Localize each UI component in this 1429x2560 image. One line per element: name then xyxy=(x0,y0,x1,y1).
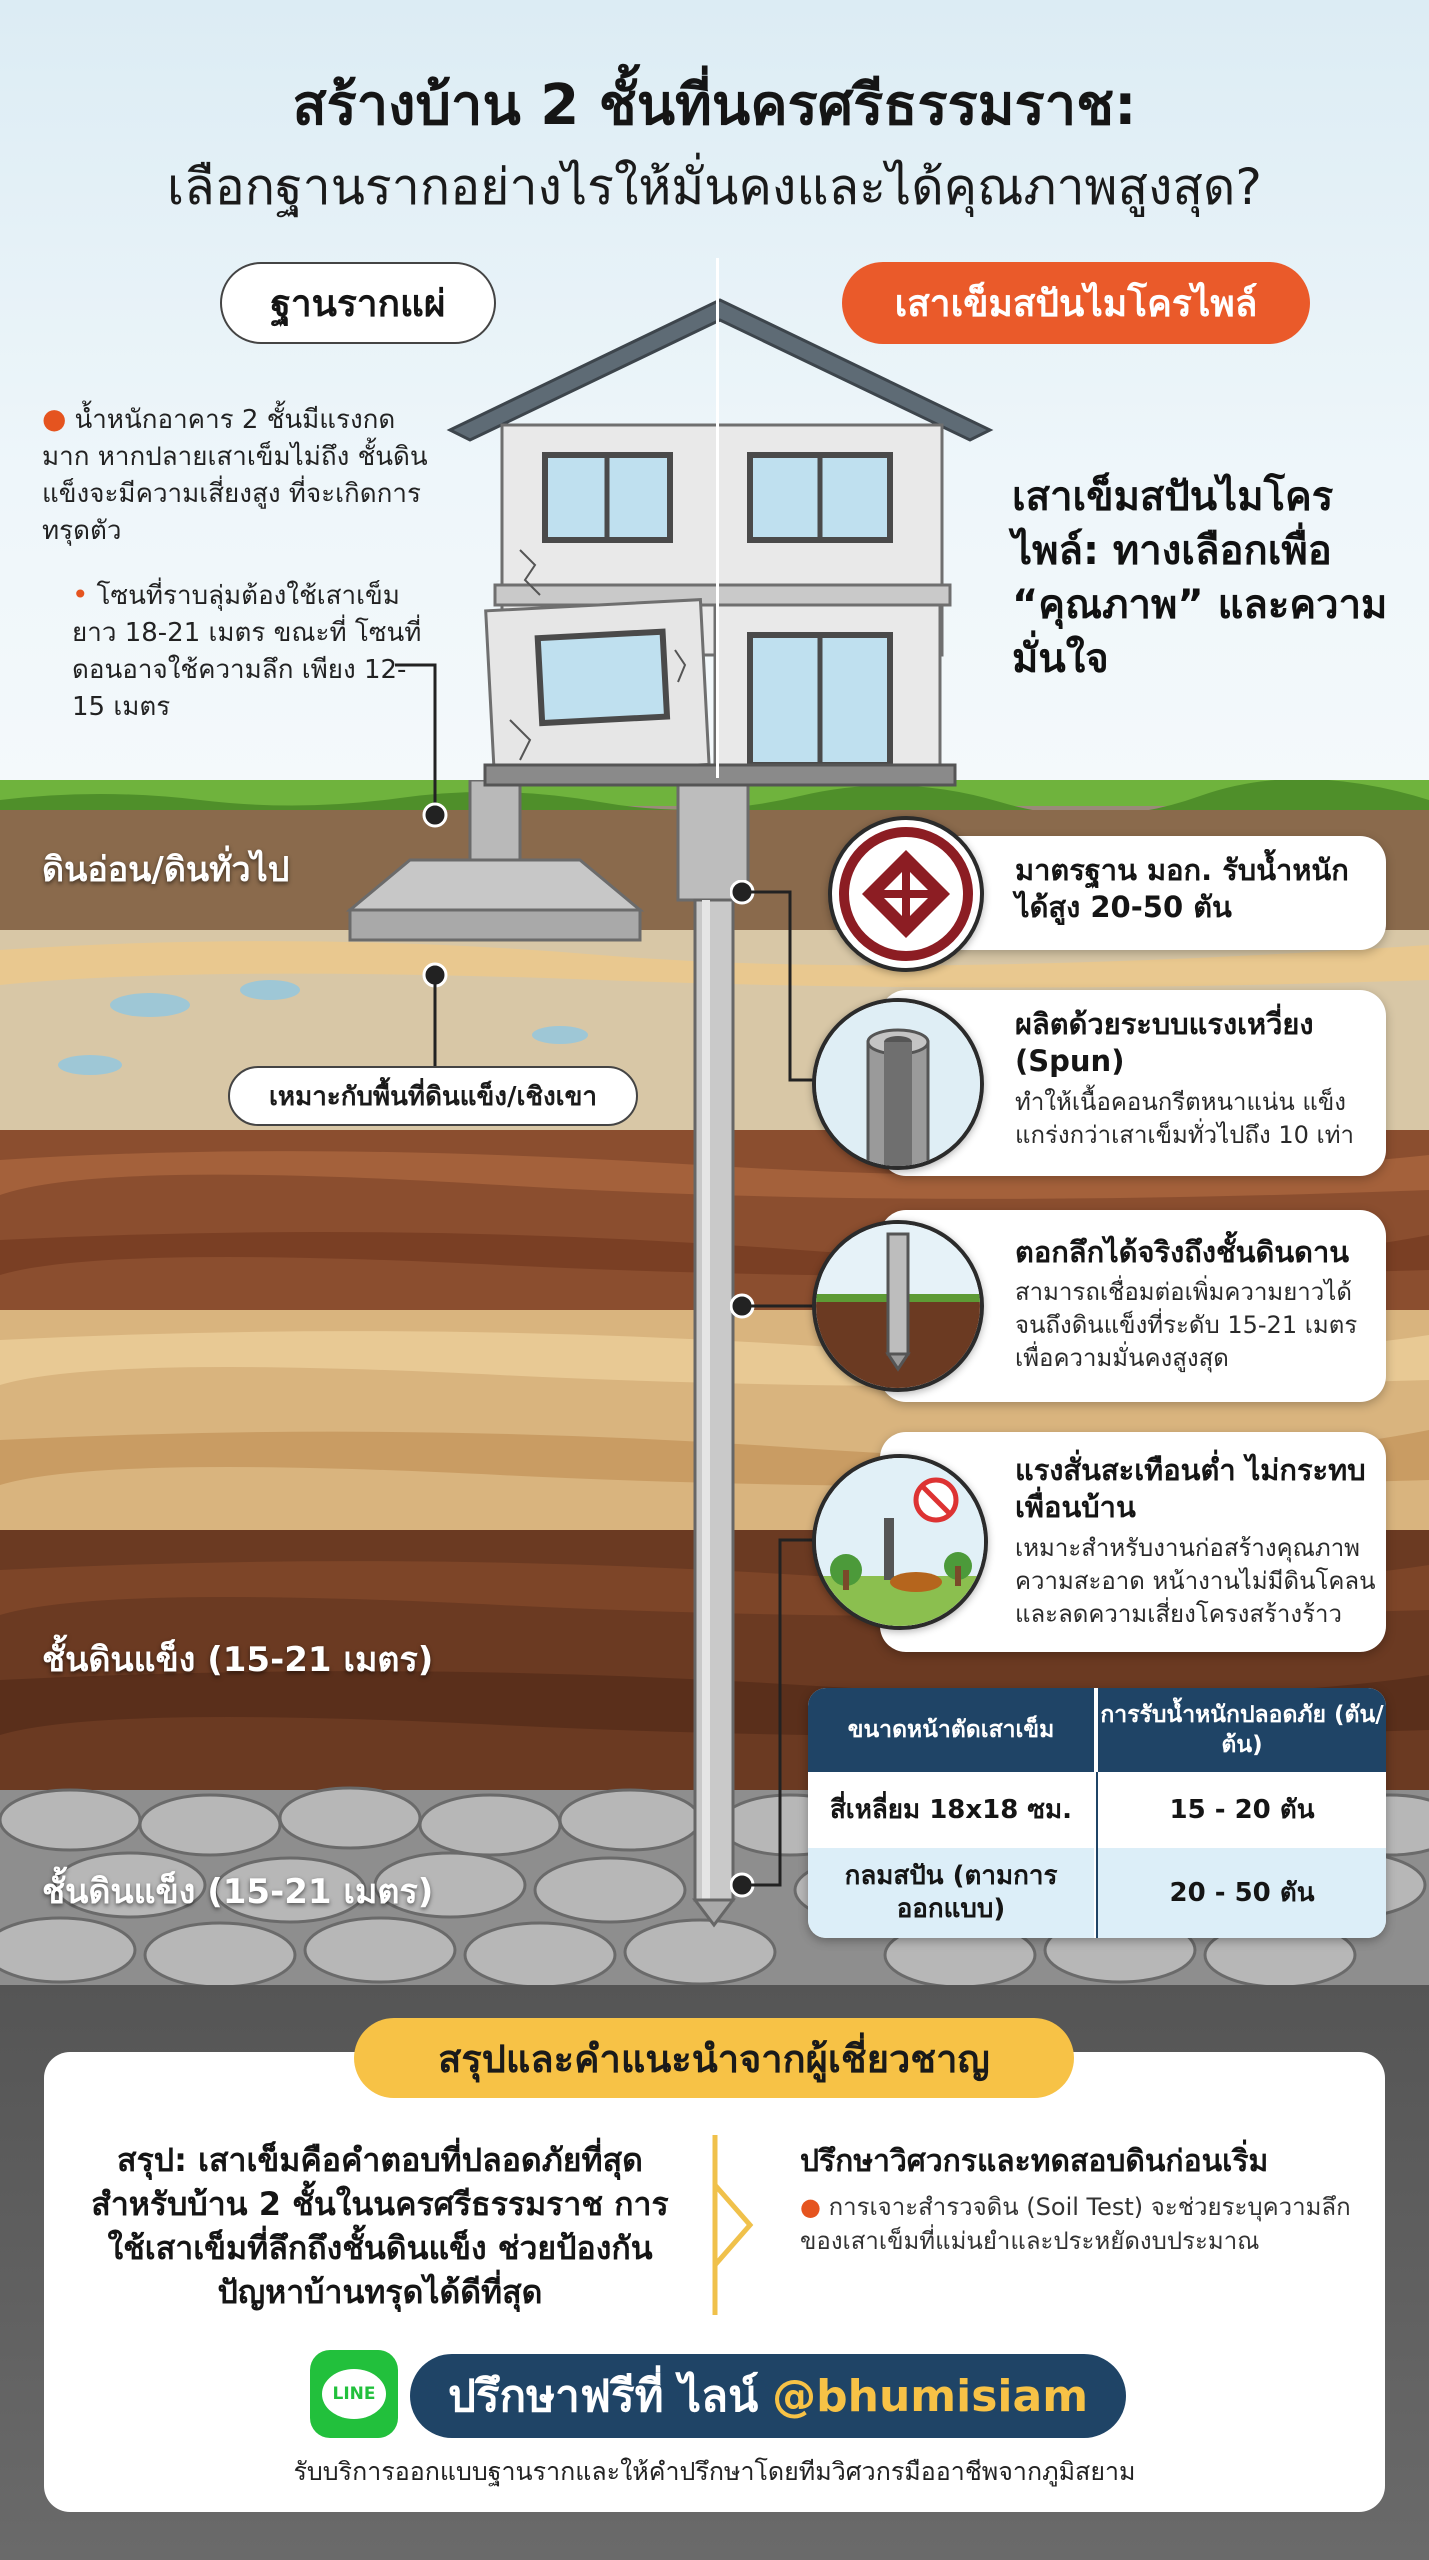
soil-label-hard-rock: ชั้นดินแข็ง (15-21 เมตร) xyxy=(42,1872,434,1912)
feature-connector-lines xyxy=(730,880,825,1898)
note-load-risk: ●น้ำหนักอาคาร 2 ชั้นมีแรงกด มาก หากปลายเ… xyxy=(42,402,428,546)
spun-pile-icon xyxy=(812,998,984,1170)
bullet-icon: • xyxy=(72,578,89,611)
bullet-icon: ● xyxy=(800,2193,829,2221)
spread-footing-illustration xyxy=(345,780,645,942)
tis-standard-icon xyxy=(828,816,984,972)
comparison-divider xyxy=(716,258,719,778)
table-cell: 15 - 20 ตัน xyxy=(1096,1772,1386,1848)
feature-card-vibration: แรงสั่นสะเทือนต่ำ ไม่กระทบเพื่อนบ้าน เหม… xyxy=(880,1432,1386,1652)
house-illustration xyxy=(446,298,994,787)
note-pile-length: •โซนที่ราบลุ่มต้องใช้เสาเข็ม ยาว 18-21 เ… xyxy=(72,578,422,722)
footing-connector-line xyxy=(422,962,448,1066)
bullet-icon: ● xyxy=(42,402,67,435)
table-cell: สี่เหลี่ยม 18x18 ซม. xyxy=(808,1772,1094,1848)
table-cell: กลมสปัน (ตามการออกแบบ) xyxy=(808,1848,1094,1938)
pile-depth-icon xyxy=(812,1220,984,1392)
feature-card-depth: ตอกลึกได้จริงถึงชั้นดินดาน สามารถเชื่อมต… xyxy=(880,1210,1386,1402)
summary-conclusion: สรุป: เสาเข็มคือคำตอบที่ปลอดภัยที่สุด สำ… xyxy=(91,2141,669,2311)
soil-label-soft: ดินอ่อน/ดินทั่วไป xyxy=(42,850,290,890)
line-app-icon[interactable]: LINE xyxy=(310,2350,398,2438)
page-subtitle: เลือกฐานรากอย่างไรให้มั่นคงและได้คุณภาพส… xyxy=(167,158,1262,216)
low-vibration-icon xyxy=(812,1454,988,1630)
footer-text: รับบริการออกแบบฐานรากและให้คำปรึกษาโดยที… xyxy=(293,2457,1136,2486)
table-cell: 20 - 50 ตัน xyxy=(1096,1848,1386,1938)
load-capacity-table: ขนาดหน้าตัดเสาเข็ม การรับน้ำหนักปลอดภัย … xyxy=(808,1688,1386,1938)
micropile-headline: เสาเข็มสปันไมโครไพล์: ทางเลือกเพื่อ “คุณ… xyxy=(1012,474,1388,682)
summary-advice-title: ปรึกษาวิศวกรและทดสอบดินก่อนเริ่ม xyxy=(800,2144,1269,2179)
summary-advice-text: ● การเจาะสำรวจดิน (Soil Test) จะช่วยระบุ… xyxy=(800,2193,1351,2255)
line-contact-button[interactable]: ปรึกษาฟรีที่ ไลน์@bhumisiam xyxy=(410,2354,1126,2438)
page-title: สร้างบ้าน 2 ชั้นที่นครศรีธรรมราช: xyxy=(292,73,1137,138)
suitable-area-label: เหมาะกับพื้นที่ดินแข็ง/เชิงเขา xyxy=(228,1066,638,1126)
micropile-label: เสาเข็มสปันไมโครไพล์ xyxy=(842,262,1310,344)
soil-label-hard: ชั้นดินแข็ง (15-21 เมตร) xyxy=(42,1640,434,1680)
spread-footing-label: ฐานรากแผ่ xyxy=(220,262,496,344)
micropile-illustration xyxy=(676,780,750,1928)
table-header-capacity: การรับน้ำหนักปลอดภัย (ตัน/ต้น) xyxy=(1096,1688,1386,1772)
table-header-size: ขนาดหน้าตัดเสาเข็ม xyxy=(808,1688,1094,1772)
chevron-right-icon xyxy=(712,2135,754,2315)
summary-heading: สรุปและคำแนะนำจากผู้เชี่ยวชาญ xyxy=(354,2018,1074,2098)
note-connector-line xyxy=(395,663,448,828)
